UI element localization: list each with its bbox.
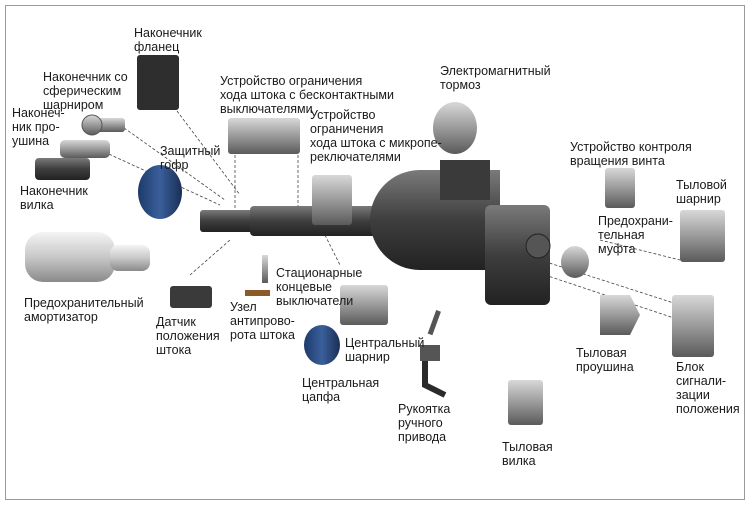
actuator-body [200,160,551,305]
safety-clutch-part [561,246,589,278]
center-hinge-part [340,285,388,325]
stationary-switch-part [262,255,268,283]
label-micro-limit: Устройство ограничения хода штока с микр… [310,108,442,164]
screw-rotation-part [605,168,635,208]
brake-part [433,102,477,154]
rear-hinge-part [680,210,725,262]
label-rod-sensor: Датчик положения штока [156,315,220,357]
bellows-part [138,165,182,219]
label-bellows: Защитный гофр [160,144,221,172]
label-hand-crank: Рукоятка ручного привода [398,402,451,444]
label-flange-tip: Наконечник фланец [134,26,202,54]
label-spherical-tip: Наконечник со сферическим шарниром [43,70,128,112]
label-eye-tip: Наконеч- ник про- ушина [12,106,65,148]
label-brake: Электромагнитный тормоз [440,64,551,92]
label-proximity-limit: Устройство ограничения хода штока с беск… [220,74,394,116]
rod-sensor-part [170,286,212,308]
flange-tip-part [137,55,179,110]
micro-limit-part [312,175,352,225]
label-rear-eye: Тыловая проушина [576,346,634,374]
spherical-tip-part [81,114,125,136]
rear-fork-part [508,380,543,425]
label-rear-fork: Тыловая вилка [502,440,553,468]
label-stationary-switches: Стационарные концевые выключатели [276,266,363,308]
label-rear-hinge: Тыловой шарнир [676,178,727,206]
label-shock-absorber: Предохранительный амортизатор [24,296,144,324]
label-screw-rotation: Устройство контроля вращения винта [570,140,692,168]
anti-rotation-part [245,290,270,296]
proximity-limit-part [228,118,300,154]
shock-absorber-part [25,232,150,282]
label-center-hinge: Центральный шарнир [345,336,425,364]
label-center-trunnion: Центральная цапфа [302,376,380,404]
pin-part [427,310,441,336]
fork-tip-part [35,158,90,180]
eye-tip-part [60,140,110,158]
label-anti-rotation: Узел антипрово- рота штока [230,300,295,342]
label-signal-block: Блок сигнали- зации положения [676,360,740,416]
label-safety-clutch: Предохрани- тельная муфта [598,214,673,256]
label-fork-tip: Наконечник вилка [20,184,88,212]
center-trunnion-part [304,325,340,365]
hand-crank-part [420,345,447,398]
rear-eye-part [600,295,640,335]
signal-block-part [672,295,714,357]
